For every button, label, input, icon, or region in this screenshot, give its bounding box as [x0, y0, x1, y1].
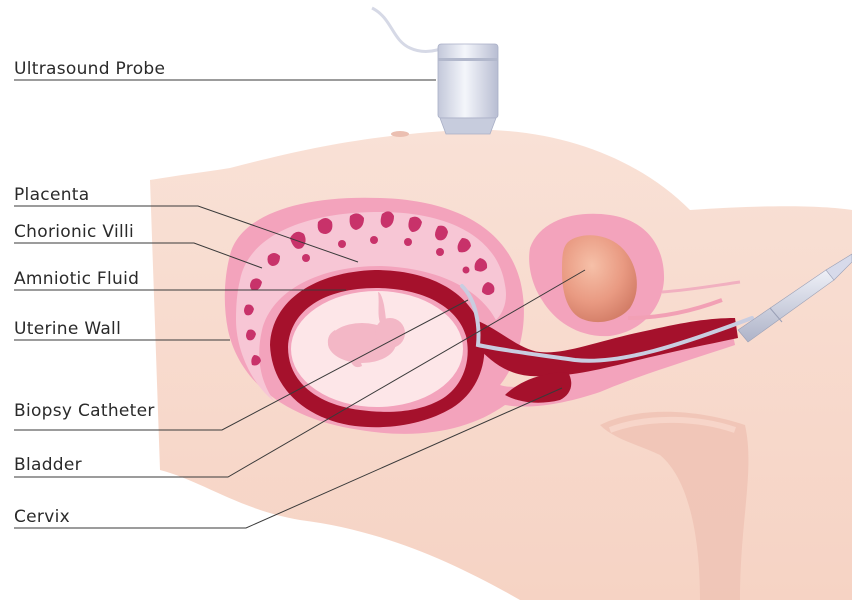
- label-amniotic-fluid: Amniotic Fluid: [14, 269, 139, 289]
- label-bladder: Bladder: [14, 455, 82, 475]
- label-uterine-wall: Uterine Wall: [14, 319, 121, 339]
- leader-bladder: [14, 270, 585, 477]
- label-cervix: Cervix: [14, 507, 70, 527]
- label-chorionic-villi: Chorionic Villi: [14, 222, 134, 242]
- label-placenta: Placenta: [14, 185, 89, 205]
- label-biopsy-catheter: Biopsy Catheter: [14, 401, 155, 421]
- label-ultrasound-probe: Ultrasound Probe: [14, 59, 165, 79]
- leader-chorionic-villi: [14, 243, 262, 268]
